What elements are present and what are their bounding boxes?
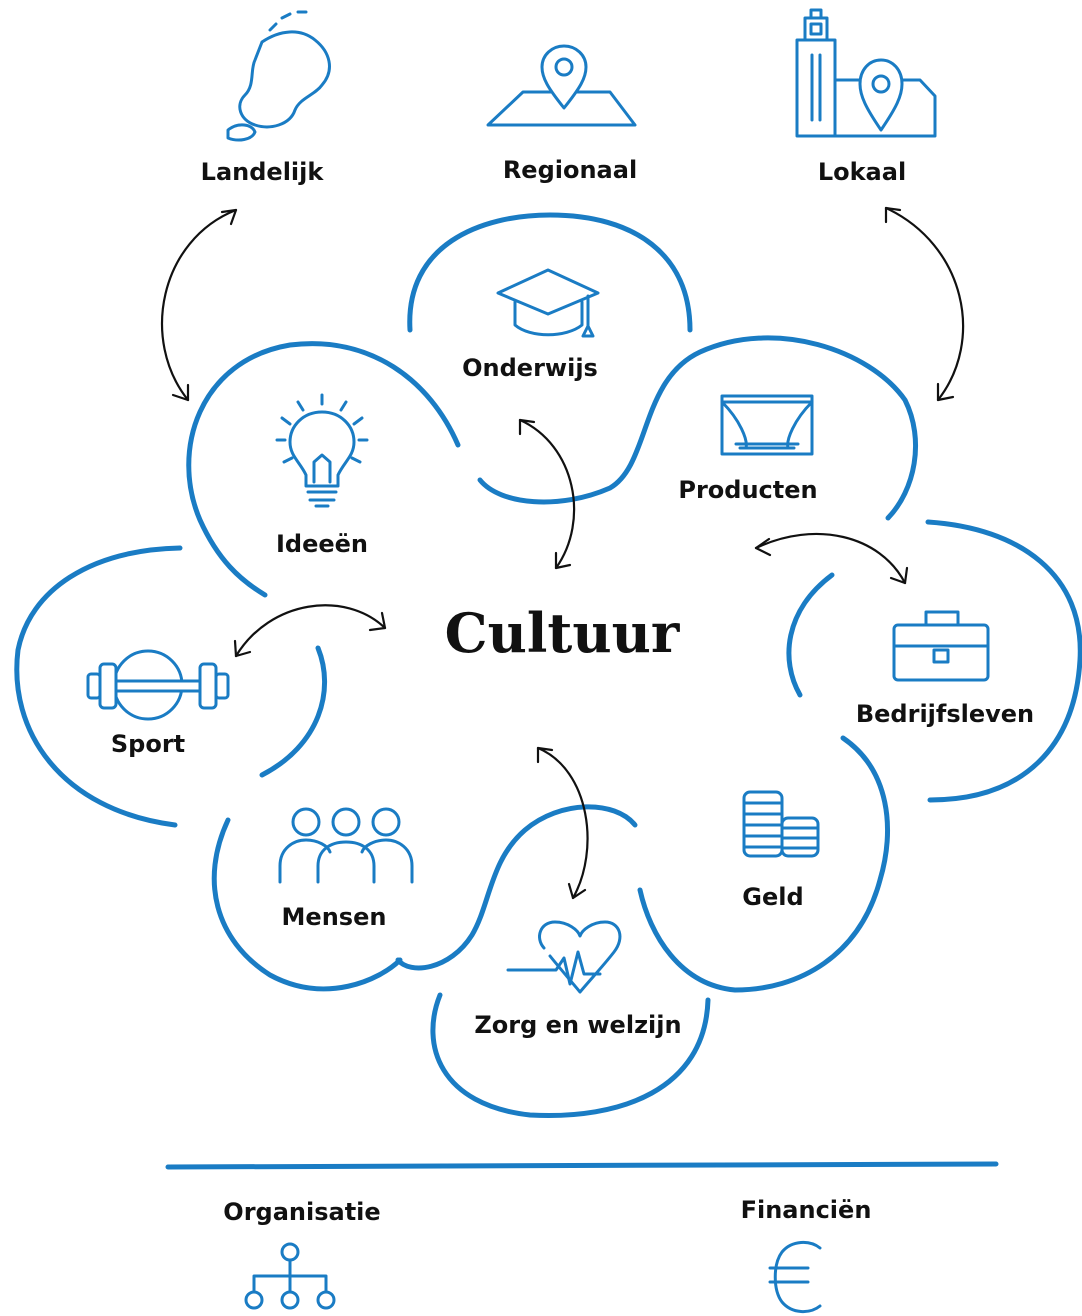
theater-stage-icon	[720, 394, 814, 456]
arrow-sport-cultuur	[233, 604, 387, 658]
label-producten: Producten	[678, 476, 817, 504]
label-zorg: Zorg en welzijn	[474, 1011, 681, 1039]
center-title: Cultuur	[445, 601, 680, 665]
footer-divider	[165, 1161, 999, 1170]
cloud-outline	[14, 212, 1082, 1119]
arrow-cultuur-zorg	[536, 746, 589, 900]
netherlands-map-icon	[226, 10, 331, 142]
lightbulb-icon	[275, 393, 369, 508]
label-lokaal: Lokaal	[818, 158, 906, 186]
label-landelijk: Landelijk	[201, 158, 325, 186]
people-icon	[278, 807, 414, 884]
label-mensen: Mensen	[282, 903, 387, 931]
town-pin-icon	[795, 8, 937, 138]
arrow-lokaal-producten	[884, 206, 965, 402]
graduation-cap-icon	[496, 268, 600, 338]
label-geld: Geld	[742, 883, 803, 911]
org-chart-icon	[244, 1242, 336, 1310]
label-organisatie: Organisatie	[223, 1198, 380, 1226]
label-ideeen: Ideeën	[276, 530, 368, 558]
label-bedrijfsleven: Bedrijfsleven	[856, 700, 1034, 728]
arrow-landelijk-ideeen	[160, 208, 238, 402]
coins-icon	[742, 790, 820, 858]
map-pin-icon	[486, 44, 637, 127]
barbell-icon	[86, 649, 230, 721]
arrow-onderwijs-cultuur	[518, 418, 576, 570]
arrow-producten-bedrijfsleven	[754, 532, 909, 585]
label-sport: Sport	[111, 730, 185, 758]
label-regionaal: Regionaal	[503, 156, 637, 184]
heart-pulse-icon	[506, 920, 622, 994]
briefcase-icon	[892, 610, 990, 682]
label-onderwijs: Onderwijs	[462, 354, 598, 382]
euro-icon	[768, 1241, 822, 1313]
label-financien: Financiën	[741, 1196, 872, 1224]
connection-arrows	[160, 206, 965, 900]
